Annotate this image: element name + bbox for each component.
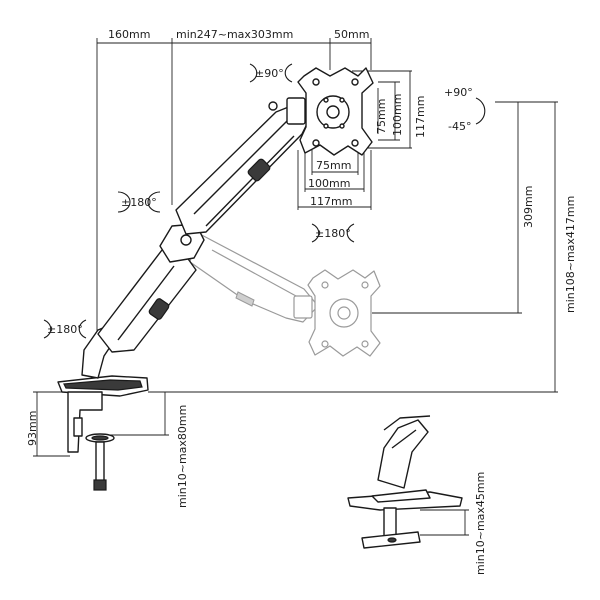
rotate-base-label: ±180° xyxy=(47,323,83,336)
rotate-upper-joint-label: ±180° xyxy=(121,196,157,209)
grommet-mount-detail xyxy=(347,415,463,549)
vesa-h-75-label: 75mm xyxy=(375,99,388,134)
vesa-w-117-label: 117mm xyxy=(310,195,352,208)
dimension-lines xyxy=(33,38,558,536)
ghost-arm-lowered xyxy=(189,231,381,357)
monitor-arm xyxy=(57,67,374,491)
arm-reach-2-label: min247~max303mm xyxy=(176,28,293,41)
vesa-w-75-label: 75mm xyxy=(316,159,351,172)
rotation-labels: ±90° ±180° ±180° ±180° xyxy=(47,67,351,336)
tilt-up-label: +90° xyxy=(444,86,473,99)
clamp-range-label: min10~max80mm xyxy=(176,405,189,508)
tilt-down-label: -45° xyxy=(448,120,471,133)
rotate-head-label: ±180° xyxy=(315,227,351,240)
vesa-h-117-label: 117mm xyxy=(414,96,427,138)
vesa-h-100-label: 100mm xyxy=(391,94,404,136)
mount-offset-label: 50mm xyxy=(334,28,369,41)
clamp-height-label: 93mm xyxy=(26,411,39,446)
rotate-top-label: ±90° xyxy=(255,67,284,80)
arm-reach-1-label: 160mm xyxy=(108,28,150,41)
total-height-label: min108~max417mm xyxy=(564,196,577,313)
grommet-range-label: min10~max45mm xyxy=(474,472,487,575)
rotation-arrows xyxy=(43,63,486,339)
dimension-labels: 160mm min247~max303mm 50mm 75mm 100mm 11… xyxy=(26,28,577,575)
vesa-w-100-label: 100mm xyxy=(308,177,350,190)
height-travel-label: 309mm xyxy=(522,186,535,228)
